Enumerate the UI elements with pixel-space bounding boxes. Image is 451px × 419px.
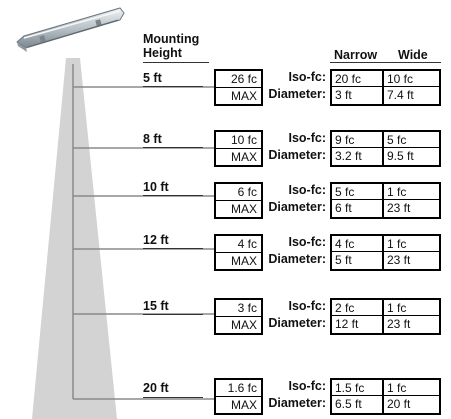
- narrow-diameter: 6 ft: [332, 200, 384, 217]
- wide-diameter: 23 ft: [387, 201, 411, 215]
- wide-fc: 1 fc: [384, 380, 439, 396]
- max-fc-value: 6 fc: [216, 184, 261, 201]
- beam-grid-15ft: 2 fc 1 fc 12 ft 23 ft: [330, 298, 441, 335]
- beam-grid-12ft: 4 fc 1 fc 5 ft 23 ft: [330, 234, 441, 271]
- beam-header-underline: [330, 62, 441, 63]
- max-fc-box-12ft: 4 fc MAX: [214, 234, 263, 271]
- max-fc-box-10ft: 6 fc MAX: [214, 182, 263, 219]
- iso-fc-label: Iso-fc:: [288, 235, 327, 249]
- wide-diameter: 23 ft: [387, 317, 411, 331]
- narrow-diameter: 3 ft: [332, 87, 384, 104]
- diameter-label: Diameter:: [268, 87, 326, 101]
- mounting-height-20ft: 20 ft: [143, 381, 169, 395]
- iso-fc-label: Iso-fc:: [288, 299, 327, 313]
- max-fc-value: 4 fc: [216, 236, 261, 253]
- height-underline-5ft: [143, 86, 203, 87]
- wide-column-header: Wide: [398, 48, 428, 62]
- narrow-fc: 4 fc: [332, 236, 384, 252]
- max-fc-value: 3 fc: [216, 300, 261, 317]
- max-label: MAX: [230, 318, 257, 332]
- mounting-height-5ft: 5 ft: [143, 71, 162, 85]
- mounting-height-15ft: 15 ft: [143, 299, 169, 313]
- mounting-height-8ft: 8 ft: [143, 132, 162, 146]
- diameter-label: Diameter:: [268, 396, 326, 410]
- diameter-label: Diameter:: [268, 316, 326, 330]
- narrow-diameter: 6.5 ft: [332, 396, 384, 413]
- diameter-label: Diameter:: [268, 148, 326, 162]
- max-label: MAX: [230, 89, 257, 103]
- max-label: MAX: [230, 254, 257, 268]
- mounting-height-12ft: 12 ft: [143, 233, 169, 247]
- wide-diameter: 9.5 ft: [387, 149, 414, 163]
- narrow-diameter: 12 ft: [332, 316, 384, 333]
- iso-fc-label: Iso-fc:: [288, 183, 327, 197]
- beam-grid-10ft: 5 fc 1 fc 6 ft 23 ft: [330, 182, 441, 219]
- max-label: MAX: [230, 398, 257, 412]
- wide-fc: 1 fc: [384, 184, 439, 200]
- max-fc-box-15ft: 3 fc MAX: [214, 298, 263, 335]
- narrow-column-header: Narrow: [334, 48, 378, 62]
- diameter-label: Diameter:: [268, 200, 326, 214]
- beam-grid-5ft: 20 fc 10 fc 3 ft 7.4 ft: [330, 69, 441, 106]
- narrow-fc: 1.5 fc: [332, 380, 384, 396]
- max-fc-box-5ft: 26 fc MAX: [214, 69, 263, 106]
- max-label: MAX: [230, 202, 257, 216]
- max-fc-value: 10 fc: [216, 132, 261, 149]
- beam-grid-8ft: 9 fc 5 fc 3.2 ft 9.5 ft: [330, 130, 441, 167]
- max-fc-value: 26 fc: [216, 71, 261, 88]
- height-underline-20ft: [143, 397, 203, 398]
- wide-fc: 1 fc: [384, 236, 439, 252]
- narrow-fc: 5 fc: [332, 184, 384, 200]
- mounting-header-underline: [143, 62, 209, 63]
- wide-diameter: 20 ft: [387, 397, 411, 411]
- wide-fc: 5 fc: [384, 132, 439, 148]
- max-fc-box-8ft: 10 fc MAX: [214, 130, 263, 167]
- iso-fc-label: Iso-fc:: [288, 379, 327, 393]
- light-fixture-icon: [16, 7, 125, 52]
- max-fc-box-20ft: 1.6 fc MAX: [214, 378, 263, 415]
- mounting-height-10ft: 10 ft: [143, 180, 169, 194]
- max-label: MAX: [230, 150, 257, 164]
- wide-diameter: 7.4 ft: [387, 88, 414, 102]
- height-underline-15ft: [143, 314, 203, 315]
- narrow-fc: 20 fc: [332, 71, 384, 87]
- iso-fc-label: Iso-fc:: [288, 131, 327, 145]
- wide-fc: 1 fc: [384, 300, 439, 316]
- height-underline-8ft: [143, 147, 203, 148]
- narrow-fc: 2 fc: [332, 300, 384, 316]
- diameter-label: Diameter:: [268, 252, 326, 266]
- height-underline-12ft: [143, 248, 203, 249]
- iso-fc-label: Iso-fc:: [288, 70, 327, 84]
- height-underline-10ft: [143, 195, 203, 196]
- narrow-diameter: 5 ft: [332, 252, 384, 269]
- mounting-height-header: Mounting Height: [143, 32, 199, 60]
- wide-diameter: 23 ft: [387, 253, 411, 267]
- mounting-header-line2: Height: [143, 46, 182, 60]
- max-fc-value: 1.6 fc: [216, 380, 261, 397]
- beam-grid-20ft: 1.5 fc 1 fc 6.5 ft 20 ft: [330, 378, 441, 415]
- narrow-fc: 9 fc: [332, 132, 384, 148]
- narrow-diameter: 3.2 ft: [332, 148, 384, 165]
- light-cone: [32, 58, 117, 419]
- mounting-header-line1: Mounting: [143, 32, 200, 46]
- wide-fc: 10 fc: [384, 71, 439, 87]
